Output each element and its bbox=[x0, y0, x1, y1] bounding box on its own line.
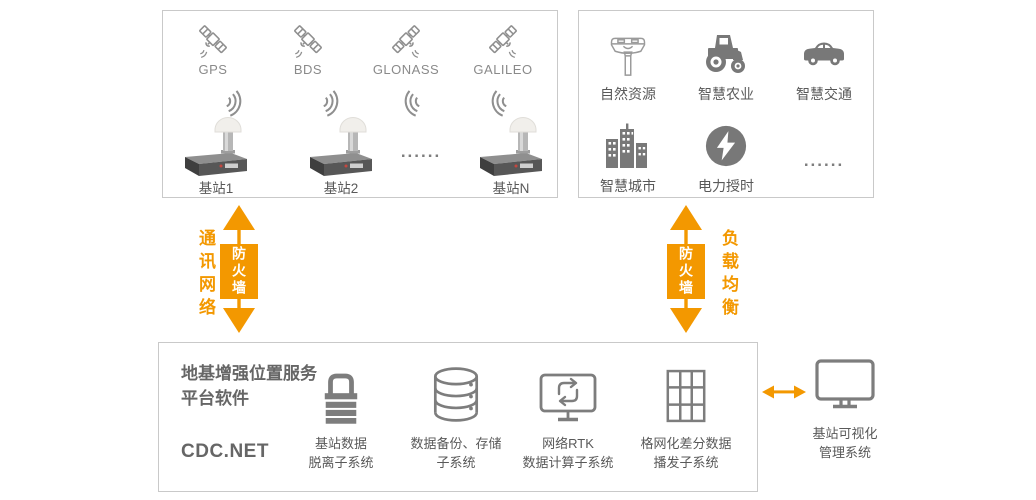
firewall-badge-right: 防火墙 bbox=[667, 244, 705, 299]
satellite-label: GALILEO bbox=[473, 62, 533, 77]
subsystem-label: 格网化差分数据 播发子系统 bbox=[640, 436, 732, 470]
lock-icon bbox=[324, 373, 358, 424]
left-link-label: 通讯网络 bbox=[196, 229, 215, 321]
firewall-badge-left: 防火墙 bbox=[220, 244, 258, 299]
base-station-icon bbox=[185, 117, 247, 176]
subsystem-network-rtk: 网络RTK 数据计算子系统 bbox=[503, 357, 633, 472]
app-label: 智慧交通 bbox=[796, 86, 852, 102]
ellipsis-text: ...... bbox=[803, 150, 845, 170]
car-icon bbox=[804, 42, 844, 66]
satellite-column-galileo: GALILEO bbox=[458, 21, 548, 77]
management-system: 基站可视化 管理系统 bbox=[806, 358, 884, 462]
base-station-n: 基站N bbox=[463, 109, 559, 197]
subsystem-label: 网络RTK 数据计算子系统 bbox=[522, 436, 614, 470]
satellite-column-glonass: GLONASS bbox=[361, 21, 451, 77]
subsystem-backup-storage: 数据备份、存储 子系统 bbox=[391, 357, 521, 472]
satellite-label: BDS bbox=[293, 62, 323, 77]
platform-panel: 地基增强位置服务 平台软件 CDC.NET 基站数据 脱离子系统 bbox=[158, 342, 758, 492]
app-natural-resources: 自然资源 bbox=[579, 15, 677, 107]
right-link-label: 负载均衡 bbox=[719, 229, 738, 321]
ellipsis-stations: ...... bbox=[400, 142, 442, 161]
ellipsis-apps: ...... bbox=[775, 107, 873, 199]
base-station-2: 基站2 bbox=[293, 109, 389, 197]
satellite-icon bbox=[294, 25, 322, 58]
subsystem-grid-broadcast: 格网化差分数据 播发子系统 bbox=[621, 357, 751, 472]
sync-monitor-icon bbox=[539, 373, 597, 422]
app-smart-city: 智慧城市 bbox=[579, 107, 677, 199]
satellite-icon bbox=[392, 25, 420, 58]
platform-title: 地基增强位置服务 平台软件 bbox=[181, 364, 317, 408]
satellite-icon bbox=[199, 25, 227, 58]
gnss-rover-icon bbox=[610, 37, 646, 76]
platform-product-name: CDC.NET bbox=[181, 441, 269, 462]
subsystem-label: 数据备份、存储 子系统 bbox=[410, 436, 502, 470]
firewall-badge-text: 防火墙 bbox=[678, 246, 694, 297]
base-station-icon bbox=[480, 117, 542, 176]
app-power-timing: 电力授时 bbox=[677, 107, 775, 199]
app-smart-transport: 智慧交通 bbox=[775, 15, 873, 107]
satellite-column-bds: BDS bbox=[263, 21, 353, 77]
subsystem-label: 基站数据 脱离子系统 bbox=[308, 436, 374, 470]
firewall-badge-text: 防火墙 bbox=[231, 246, 247, 297]
signal-waves-icon bbox=[491, 90, 507, 117]
base-station-1: 基站1 bbox=[168, 109, 264, 197]
management-system-label: 基站可视化 管理系统 bbox=[812, 426, 878, 460]
tractor-icon bbox=[706, 35, 745, 73]
app-label: 电力授时 bbox=[698, 178, 754, 194]
subsystem-station-data: 基站数据 脱离子系统 bbox=[276, 357, 406, 472]
signal-waves-icon bbox=[226, 90, 242, 117]
satellite-label: GLONASS bbox=[372, 62, 440, 77]
signal-waves-icon bbox=[323, 90, 339, 117]
app-smart-agriculture: 智慧农业 bbox=[677, 15, 775, 107]
power-timing-icon bbox=[705, 125, 747, 167]
base-station-label: 基站1 bbox=[198, 181, 234, 196]
app-label: 自然资源 bbox=[600, 86, 656, 102]
base-station-icon bbox=[310, 117, 372, 176]
city-icon bbox=[606, 123, 647, 168]
applications-panel: 自然资源 智慧农业 bbox=[578, 10, 874, 198]
grid-icon bbox=[666, 369, 706, 423]
base-station-label: 基站N bbox=[492, 181, 530, 196]
horizontal-double-arrow bbox=[762, 385, 806, 399]
database-icon bbox=[433, 367, 479, 422]
app-label: 智慧农业 bbox=[698, 86, 754, 102]
satellite-column-gps: GPS bbox=[168, 21, 258, 77]
app-label: 智慧城市 bbox=[600, 178, 656, 194]
base-station-label: 基站2 bbox=[323, 181, 359, 196]
satellite-icon bbox=[489, 25, 517, 58]
signal-waves-icon bbox=[404, 90, 420, 117]
satellite-label: GPS bbox=[198, 62, 228, 77]
satellite-network-panel: GPS BDS bbox=[162, 10, 558, 198]
monitor-icon bbox=[815, 359, 875, 409]
